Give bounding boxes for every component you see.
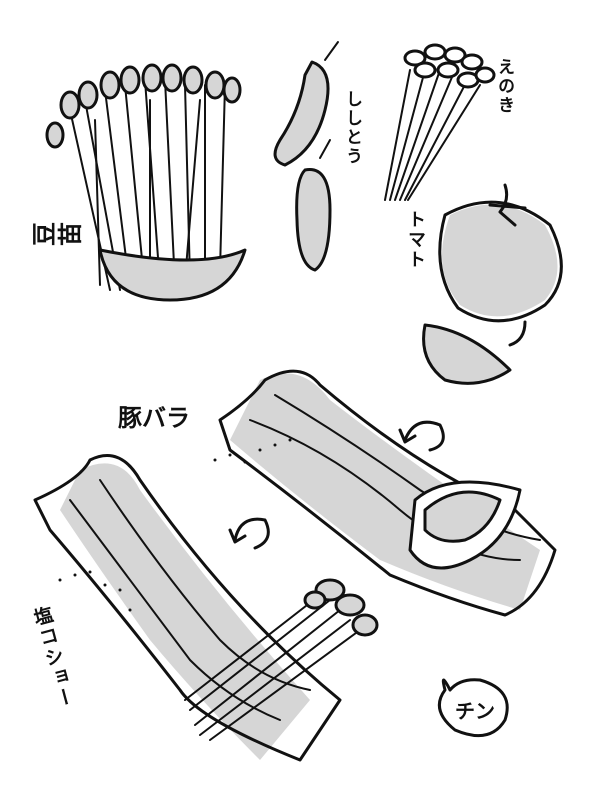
shishito-drawing xyxy=(273,41,339,272)
label-pork-belly: 豚バラ xyxy=(118,404,190,432)
label-tomato: トマト xyxy=(405,210,426,270)
label-enoki: えのき xyxy=(494,58,514,115)
vegetable-bundle-drawing xyxy=(184,578,379,741)
tomato-drawing xyxy=(422,183,563,385)
rotate-arrows xyxy=(228,420,445,550)
pepper-dots xyxy=(58,438,292,612)
label-shishito: ししとう xyxy=(342,90,362,166)
speech-bubble xyxy=(437,678,509,738)
enoki-drawing xyxy=(384,43,496,201)
pork-belly-right-drawing xyxy=(218,369,557,617)
pork-belly-left-drawing xyxy=(33,454,342,762)
label-pea-shoots: 豆苗 xyxy=(31,222,84,251)
pea-shoots-drawing xyxy=(45,63,247,302)
label-microwave: チン xyxy=(455,699,495,723)
